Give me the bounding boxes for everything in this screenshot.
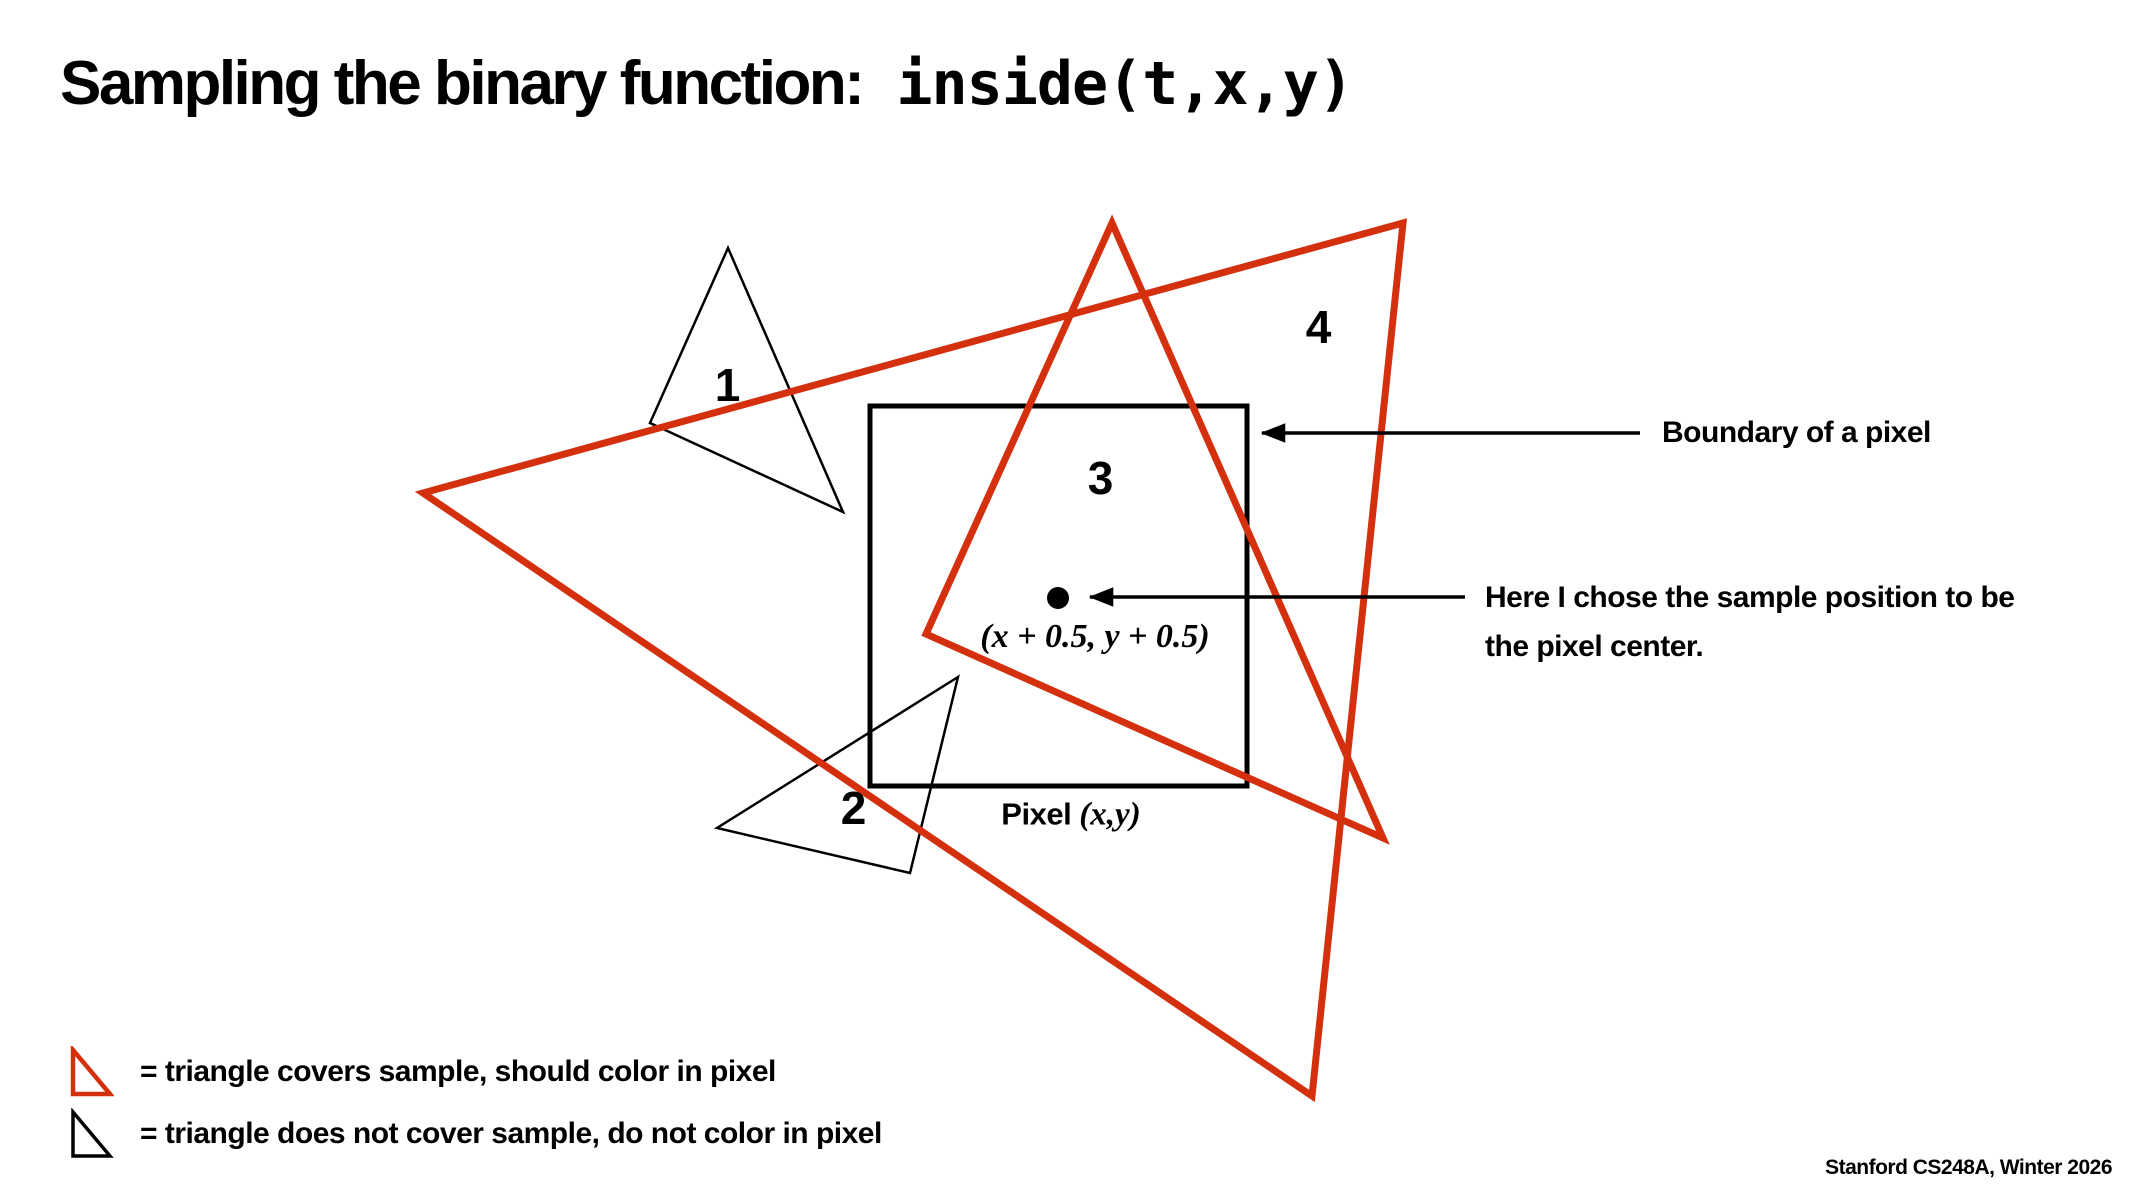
boundary-callout-text: Boundary of a pixel [1662, 416, 1931, 449]
black-triangle-icon [71, 1108, 114, 1158]
triangle-label-1: 1 [714, 359, 741, 411]
slide-title-code: inside(t,x,y) [896, 49, 1354, 119]
legend-not-covers-label: = triangle does not cover sample, do not… [140, 1117, 882, 1150]
sample-point-dot [1047, 587, 1069, 609]
legend: = triangle covers sample, should color i… [70, 1046, 882, 1160]
legend-covers-label: = triangle covers sample, should color i… [140, 1055, 776, 1088]
footer-credit: Stanford CS248A, Winter 2026 [1825, 1156, 2112, 1179]
triangle-label-3: 3 [1087, 452, 1114, 504]
sample-callout-line2: the pixel center. [1485, 630, 1704, 663]
red-triangle-4 [414, 218, 1408, 1103]
slide-title-text: Sampling the binary function: [60, 49, 865, 118]
triangle-label-4: 4 [1305, 301, 1332, 353]
pixel-label-prefix: Pixel [1001, 796, 1080, 832]
red-triangle-3 [921, 214, 1390, 845]
slide-title: Sampling the binary function: inside(t,x… [60, 48, 1354, 119]
pixel-label-coords: (x,y) [1079, 796, 1141, 833]
legend-row-covers: = triangle covers sample, should color i… [70, 1046, 882, 1098]
sample-callout-line1: Here I chose the sample position to be [1485, 581, 2015, 614]
black-triangle-1 [648, 244, 846, 515]
red-triangle-icon [70, 1046, 114, 1097]
sample-point-coords-label: (x + 0.5, y + 0.5) [980, 618, 1210, 655]
pixel-label: Pixel (x,y) [1001, 797, 1140, 834]
black-triangle-2 [713, 674, 960, 875]
triangle-label-2: 2 [840, 782, 867, 834]
sample-callout-text: Here I chose the sample position to be t… [1485, 573, 2015, 671]
legend-row-not-covers: = triangle does not cover sample, do not… [70, 1108, 882, 1160]
